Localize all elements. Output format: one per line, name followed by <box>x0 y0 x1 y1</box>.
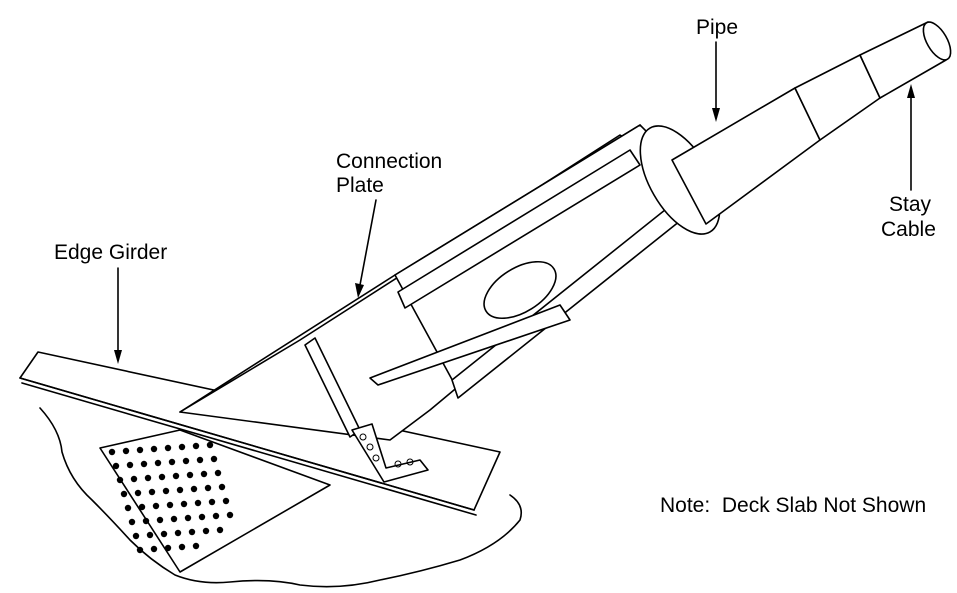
bolt <box>178 543 186 551</box>
bolt <box>182 457 190 465</box>
inner-cylinder <box>483 260 557 320</box>
leader-pipe <box>712 41 720 122</box>
bolt <box>214 469 222 477</box>
bolt <box>162 487 170 495</box>
bolt <box>156 516 164 524</box>
bolt <box>194 499 202 507</box>
bolt <box>188 528 196 536</box>
bolt <box>150 445 158 453</box>
bolt <box>192 542 200 550</box>
bolt <box>126 461 134 469</box>
label-edge-girder: Edge Girder <box>54 241 168 264</box>
bolt <box>204 484 212 492</box>
bolt <box>216 526 224 534</box>
bolt <box>132 532 140 540</box>
bolt <box>120 490 128 498</box>
bolt <box>140 460 148 468</box>
bolt <box>208 498 216 506</box>
bolt <box>138 503 146 511</box>
bolt <box>168 458 176 466</box>
bolt <box>158 473 166 481</box>
bolt <box>212 512 220 520</box>
bolt <box>154 459 162 467</box>
bolt <box>202 527 210 535</box>
ground-outline <box>39 407 523 588</box>
bolt <box>136 446 144 454</box>
connection-plate-edge <box>179 274 396 413</box>
bolt <box>134 489 142 497</box>
angle-bracket <box>351 423 429 483</box>
leader-stay-cable <box>907 84 915 191</box>
label-plate: Plate <box>336 174 384 197</box>
bolt <box>210 455 218 463</box>
bolt <box>136 546 144 554</box>
edge-girder-bottom <box>21 382 477 516</box>
bolt <box>130 475 138 483</box>
bolt <box>144 474 152 482</box>
bolt <box>160 530 168 538</box>
bolt <box>200 470 208 478</box>
bolt <box>166 501 174 509</box>
leader-connection-plate <box>355 199 377 298</box>
bolt <box>164 544 172 552</box>
bolt <box>178 443 186 451</box>
bolt <box>142 517 150 525</box>
bolt <box>198 513 206 521</box>
bolt <box>122 447 130 455</box>
bolt <box>148 488 156 496</box>
bolt <box>192 442 200 450</box>
bolt <box>150 545 158 553</box>
bolt <box>124 504 132 512</box>
inner-strut <box>369 304 571 386</box>
gusset-bolts <box>108 441 234 554</box>
label-note: Note: Deck Slab Not Shown <box>660 494 927 517</box>
bolt <box>196 456 204 464</box>
bolt <box>186 471 194 479</box>
edge-girder-edge <box>19 377 475 511</box>
leader-edge-girder <box>114 267 122 364</box>
bolt <box>184 514 192 522</box>
bolt <box>218 483 226 491</box>
bolt <box>206 441 214 449</box>
label-connection: Connection <box>336 150 443 173</box>
bolt <box>128 518 136 526</box>
bolt <box>190 485 198 493</box>
bolt <box>152 502 160 510</box>
bolt <box>108 448 116 456</box>
label-cable: Cable <box>881 218 936 241</box>
bolt <box>164 444 172 452</box>
bolt <box>222 497 230 505</box>
bolt <box>146 531 154 539</box>
bolt <box>180 500 188 508</box>
bolt <box>112 462 120 470</box>
label-pipe: Pipe <box>696 16 739 39</box>
bolt <box>226 511 234 519</box>
label-stay: Stay <box>889 193 932 216</box>
bolt <box>170 515 178 523</box>
bolt <box>116 476 124 484</box>
bolt <box>176 486 184 494</box>
bolt <box>174 529 182 537</box>
bolt <box>172 472 180 480</box>
cable-end <box>922 21 952 61</box>
slot-upper <box>397 149 641 309</box>
